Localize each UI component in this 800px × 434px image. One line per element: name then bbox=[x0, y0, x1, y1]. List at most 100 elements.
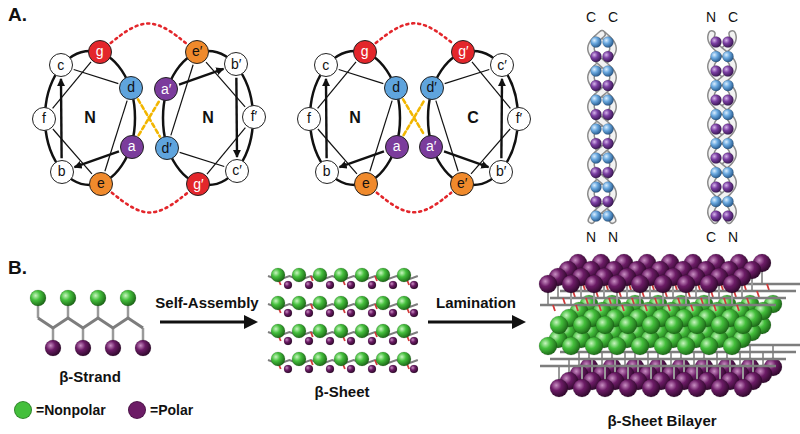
polar-sphere bbox=[573, 379, 591, 397]
polar-sphere bbox=[135, 340, 151, 356]
heptad-position: f′ bbox=[507, 107, 531, 131]
legend-entry: =Nonpolar bbox=[14, 401, 106, 419]
polar-sphere bbox=[734, 379, 752, 397]
residue-sphere bbox=[603, 109, 614, 120]
nonpolar-sphere bbox=[334, 324, 348, 338]
heptad-position: a′ bbox=[154, 77, 178, 101]
polar-sphere bbox=[105, 340, 121, 356]
nonpolar-sphere bbox=[313, 268, 327, 282]
heptad-connector bbox=[444, 151, 489, 167]
nonpolar-sphere bbox=[292, 352, 306, 366]
nonpolar-sphere bbox=[376, 268, 390, 282]
polar-sphere bbox=[619, 379, 637, 397]
nonpolar-sphere bbox=[60, 290, 76, 306]
heptad-letter: b bbox=[58, 164, 66, 179]
nonpolar-sphere bbox=[313, 296, 327, 310]
residue-sphere bbox=[723, 109, 734, 120]
heptad-position: c bbox=[314, 53, 338, 77]
heptad-letter: b′ bbox=[496, 164, 506, 179]
heptad-connector bbox=[500, 79, 503, 158]
residue-sphere bbox=[591, 211, 602, 222]
structure-label: β-Sheet Bilayer bbox=[607, 412, 716, 429]
nonpolar-sphere bbox=[271, 268, 285, 282]
heptad-connector bbox=[235, 78, 238, 157]
nonpolar-sphere bbox=[723, 337, 741, 355]
nonpolar-sphere bbox=[596, 316, 614, 334]
polar-sphere bbox=[596, 379, 614, 397]
nonpolar-sphere bbox=[619, 316, 637, 334]
polar-sphere bbox=[284, 337, 292, 345]
residue-sphere bbox=[711, 37, 722, 48]
residue-sphere bbox=[711, 124, 722, 135]
residue-sphere bbox=[603, 167, 614, 178]
carbonyl-stick bbox=[632, 298, 634, 304]
heptad-position: a bbox=[385, 135, 409, 159]
residue-sphere bbox=[603, 211, 614, 222]
polar-sphere bbox=[347, 309, 355, 317]
heptad-position: a′ bbox=[419, 135, 443, 159]
terminus-letter: N bbox=[349, 109, 361, 127]
residue-sphere bbox=[711, 80, 722, 91]
coiled-coil bbox=[591, 34, 613, 220]
residue-sphere bbox=[591, 51, 602, 62]
residue-sphere bbox=[603, 51, 614, 62]
residue-sphere bbox=[723, 138, 734, 149]
carbonyl-stick bbox=[701, 298, 703, 304]
heptad-position: g bbox=[88, 40, 112, 64]
heptad-letter: g′ bbox=[458, 44, 468, 59]
residue-sphere bbox=[711, 66, 722, 77]
terminus-label: C bbox=[586, 9, 596, 25]
carbonyl-stick bbox=[757, 291, 759, 297]
heptad-letter: d′ bbox=[162, 141, 172, 156]
nonpolar-sphere bbox=[90, 290, 106, 306]
nonpolar-sphere bbox=[334, 268, 348, 282]
carbonyl-stick bbox=[311, 332, 313, 337]
residue-sphere bbox=[723, 51, 734, 62]
terminus-label: N bbox=[706, 9, 716, 25]
helix-ribbon bbox=[591, 34, 613, 220]
nonpolar-sphere bbox=[376, 296, 390, 310]
salt-bridge-line bbox=[111, 24, 186, 44]
carbonyl-stick bbox=[599, 305, 601, 311]
polar-sphere bbox=[305, 365, 313, 373]
nonpolar-sphere bbox=[355, 296, 369, 310]
terminus-letter: C bbox=[467, 109, 479, 127]
heptad-position: b bbox=[50, 160, 74, 184]
terminus-letter: N bbox=[202, 109, 214, 127]
heptad-letter: g bbox=[96, 44, 104, 59]
heptad-position: g bbox=[353, 40, 377, 64]
polar-sphere bbox=[368, 365, 376, 373]
backbone bbox=[540, 365, 776, 368]
polar-sphere bbox=[389, 309, 397, 317]
nonpolar-sphere bbox=[355, 352, 369, 366]
heptad-letter: f′ bbox=[516, 111, 523, 126]
heptad-position: d bbox=[119, 76, 143, 100]
residue-sphere bbox=[603, 66, 614, 77]
polar-sphere bbox=[368, 337, 376, 345]
heptad-letter: g′ bbox=[193, 177, 203, 192]
residue-sphere bbox=[723, 124, 734, 135]
residue-sphere bbox=[591, 66, 602, 77]
terminus-label: N bbox=[728, 229, 738, 245]
heptad-position: e′ bbox=[185, 40, 209, 64]
carbonyl-stick bbox=[311, 360, 313, 365]
residue-sphere bbox=[711, 182, 722, 193]
polar-sphere bbox=[585, 275, 603, 293]
heptad-position: f bbox=[32, 107, 56, 131]
polar-sphere bbox=[284, 281, 292, 289]
terminus-label: C bbox=[608, 9, 618, 25]
polar-sphere bbox=[550, 379, 568, 397]
heptad-letter: f bbox=[307, 111, 311, 126]
nonpolar-sphere bbox=[397, 324, 411, 338]
carbonyl-stick bbox=[678, 298, 680, 304]
residue-sphere bbox=[723, 153, 734, 164]
arrow-head bbox=[244, 315, 258, 329]
polar-sphere bbox=[347, 365, 355, 373]
nonpolar-sphere bbox=[688, 316, 706, 334]
heptad-connector bbox=[60, 79, 63, 158]
polar-sphere bbox=[654, 275, 672, 293]
polar-sphere bbox=[45, 340, 61, 356]
arrow-head bbox=[512, 315, 526, 329]
carbonyl-stick bbox=[645, 305, 647, 311]
residue-sphere bbox=[711, 138, 722, 149]
